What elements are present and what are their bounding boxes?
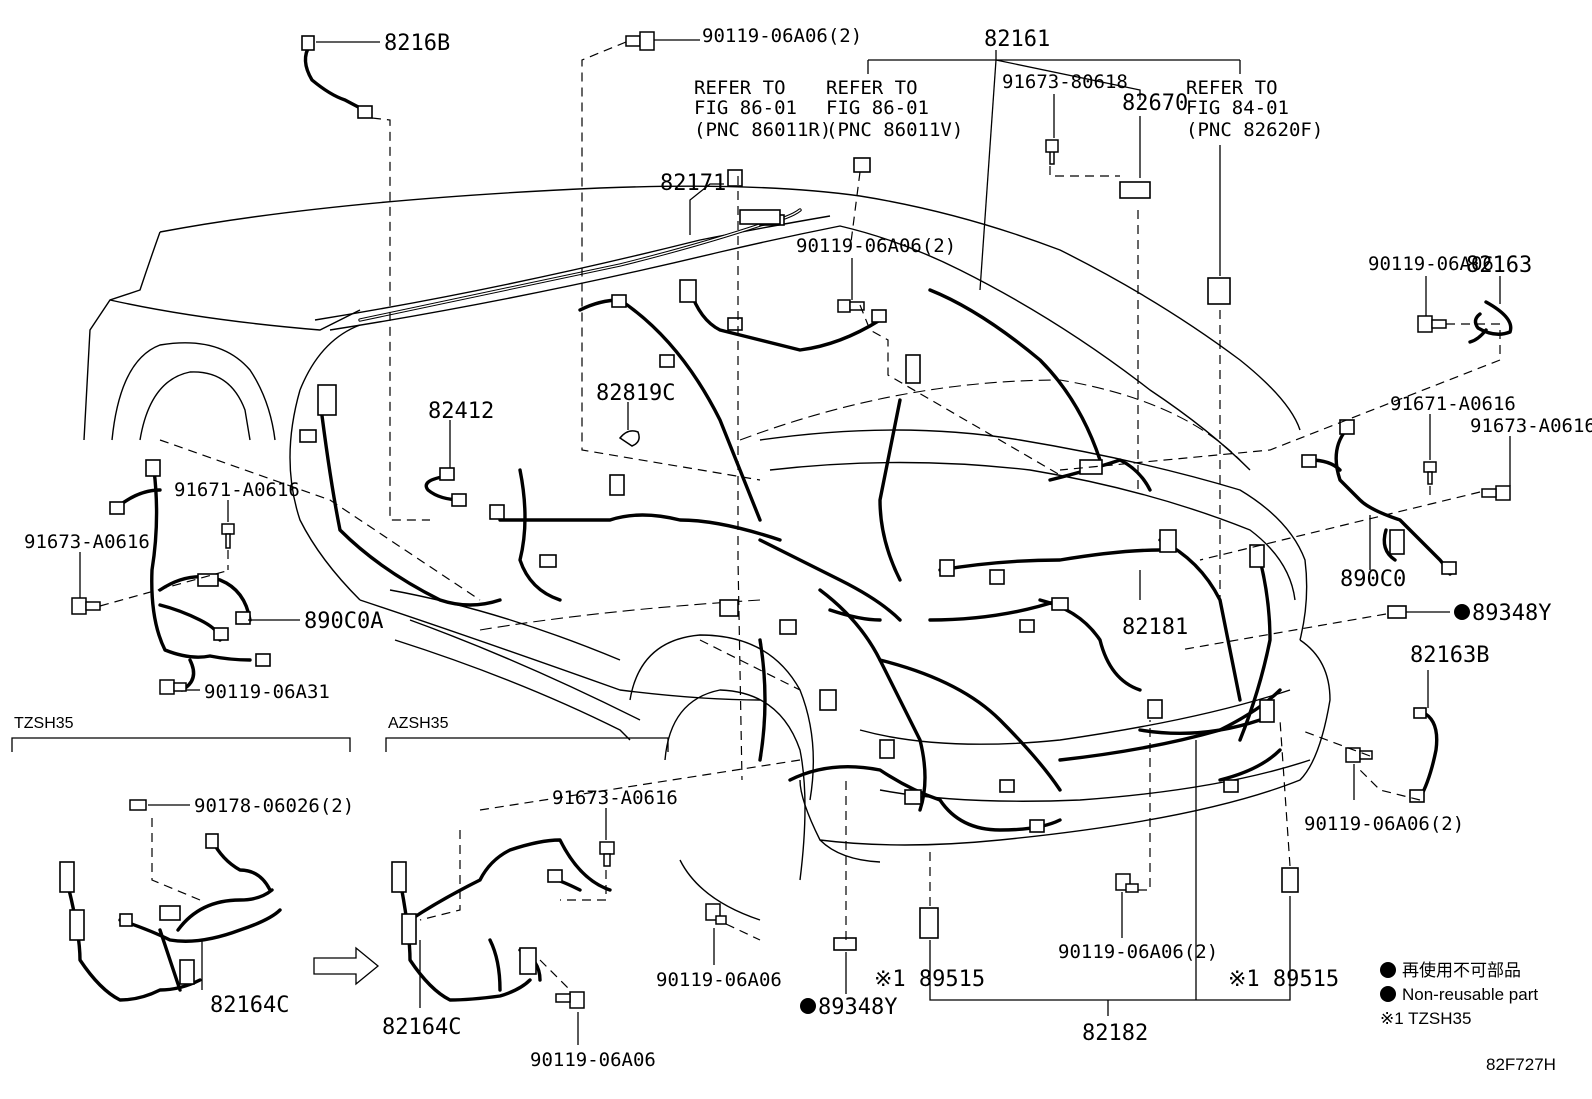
legend-line-1: 再使用不可部品	[1402, 960, 1521, 980]
label-ref3-line1: REFER TO	[1186, 77, 1278, 99]
part-82620F	[1207, 277, 1231, 305]
figure-code: 82F727H	[1486, 1055, 1556, 1074]
label-82819C: 82819C	[596, 381, 675, 406]
part-890C0A-harness	[71, 459, 271, 695]
legend: 再使用不可部品 Non-reusable part ※1 TZSH35	[1380, 960, 1538, 1028]
label-90119-06A06-2-top: 90119-06A06(2)	[702, 25, 862, 47]
non-reusable-mark-89348Y-bottom	[800, 998, 816, 1014]
label-90119-06A06-mid2: 90119-06A06	[656, 969, 782, 991]
non-reusable-mark-89348Y-right	[1454, 604, 1470, 620]
label-91673-A0616-mid: 91673-A0616	[552, 787, 678, 809]
label-89515-left: ※1 89515	[874, 967, 985, 992]
label-90119-06A06-2-mid: 90119-06A06(2)	[796, 235, 956, 257]
label-tzsh35: TZSH35	[14, 715, 74, 732]
label-azsh35: AZSH35	[388, 715, 449, 732]
part-82819C	[618, 430, 640, 447]
label-890C0: 890C0	[1340, 567, 1406, 592]
label-90119-06A06-2-bottomright: 90119-06A06(2)	[1058, 941, 1218, 963]
main-harness	[318, 208, 1282, 832]
label-ref2-line3: (PNC 86011V)	[826, 119, 963, 141]
part-82164C-azsh35	[391, 838, 615, 1009]
dashed-leaders	[99, 41, 1501, 991]
bolt-91673-80618	[1045, 139, 1059, 165]
label-ref2-line1: REFER TO	[826, 77, 918, 99]
label-91673-A0616-left: 91673-A0616	[24, 531, 150, 553]
part-82171	[739, 209, 781, 225]
label-ref1-line1: REFER TO	[694, 77, 786, 99]
main-harness-connectors	[299, 214, 1275, 833]
label-82670: 82670	[1122, 91, 1188, 116]
label-82181: 82181	[1122, 615, 1188, 640]
label-90119-06A06-right: 90119-06A06	[1368, 253, 1494, 275]
bolt-top	[625, 31, 700, 51]
label-ref1-line2: FIG 86-01	[694, 97, 797, 119]
label-82161: 82161	[984, 27, 1050, 52]
connector-86011R	[727, 169, 743, 187]
label-82412: 82412	[428, 399, 494, 424]
part-890C0-harness	[1301, 419, 1511, 576]
label-ref3-line2: FIG 84-01	[1186, 97, 1289, 119]
solid-leaders	[11, 50, 1511, 1045]
label-ref1-line3: (PNC 86011R)	[694, 119, 831, 141]
part-82163B	[1345, 707, 1439, 803]
label-91671-A0616-right: 91671-A0616	[1390, 393, 1516, 415]
label-91673-80618: 91673-80618	[1002, 71, 1128, 93]
label-90119-06A06-2-rightlow: 90119-06A06(2)	[1304, 813, 1464, 835]
label-ref2-line2: FIG 86-01	[826, 97, 929, 119]
legend-dot-en	[1380, 986, 1396, 1002]
part-82670	[1119, 181, 1151, 199]
label-890C0A: 890C0A	[304, 609, 383, 634]
legend-dot-jp	[1380, 962, 1396, 978]
legend-line-3: ※1 TZSH35	[1380, 1009, 1471, 1028]
part-labels: 8216B 90119-06A06(2) 82161 91673-80618 8…	[14, 25, 1592, 1071]
label-82164C-left: 82164C	[210, 993, 289, 1018]
label-89515-right: ※1 89515	[1228, 967, 1339, 992]
bottom-parts	[705, 867, 1299, 951]
label-90178-06026-2: 90178-06026(2)	[194, 795, 354, 817]
label-8216B: 8216B	[384, 31, 450, 56]
part-8216B-wire	[301, 35, 380, 119]
label-ref3-line3: (PNC 82620F)	[1186, 119, 1323, 141]
label-89348Y-right: 89348Y	[1472, 601, 1551, 626]
label-82163: 82163	[1466, 253, 1532, 278]
legend-line-2: Non-reusable part	[1402, 985, 1538, 1004]
part-82164C-tzsh35	[59, 799, 380, 1002]
part-82412	[424, 467, 467, 507]
label-89348Y-bottom: 89348Y	[818, 995, 897, 1020]
connector-86011V	[853, 157, 871, 173]
part-89348Y-right	[1387, 605, 1407, 619]
label-82164C-right: 82164C	[382, 1015, 461, 1040]
part-82163	[1417, 300, 1513, 344]
label-82182: 82182	[1082, 1021, 1148, 1046]
label-82163B: 82163B	[1410, 643, 1489, 668]
label-82171: 82171	[660, 171, 726, 196]
label-90119-06A06-bottom: 90119-06A06	[530, 1049, 656, 1071]
bolt-mid	[837, 299, 865, 313]
label-91673-A0616-right: 91673-A0616	[1470, 415, 1592, 437]
label-91671-A0616-left: 91671-A0616	[174, 479, 300, 501]
label-90119-06A31: 90119-06A31	[204, 681, 330, 703]
